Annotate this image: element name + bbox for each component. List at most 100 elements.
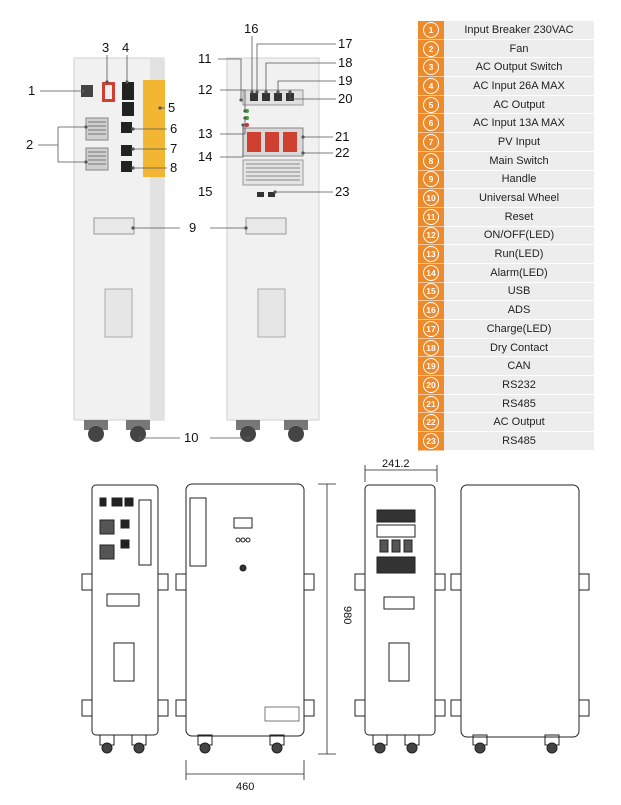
legend-number: 2 [423,40,439,57]
ac-input-26a [122,82,134,100]
legend-number-badge: 5 [418,95,444,115]
legend-number-badge: 8 [418,151,444,171]
legend-number-badge: 11 [418,207,444,227]
legend-number: 1 [423,21,439,38]
handle [93,217,135,235]
ac-input-13a [121,122,132,133]
legend-row: 15 USB [418,282,594,302]
legend-number: 6 [423,115,439,132]
legend-label: Handle [444,170,594,190]
legend-label: Input Breaker 230VAC [444,21,594,40]
callout-16: 16 [244,21,258,36]
legend-label: RS485 [444,394,594,414]
fan-grille-bottom [85,147,109,171]
ac-output-panel [143,80,165,177]
legend-label: RS232 [444,376,594,395]
legend-number: 23 [423,432,439,449]
legend-number: 13 [423,246,439,263]
legend-number: 19 [423,358,439,375]
legend-label: Main Switch [444,151,594,171]
legend-label: Reset [444,207,594,227]
main-switch [121,161,132,172]
pv-input [121,145,132,156]
legend-number-badge: 13 [418,245,444,264]
legend-number-badge: 17 [418,320,444,339]
usb-port [257,192,264,197]
legend-number: 3 [423,59,439,76]
height-dimension: 980 [341,606,353,624]
legend-label: AC Output Switch [444,58,594,78]
callout-13: 13 [198,126,212,141]
callout-12: 12 [198,82,212,97]
legend-number: 20 [423,376,439,393]
legend-label: Dry Contact [444,338,594,358]
drawing-view-3-side [354,484,446,754]
legend-number-badge: 2 [418,39,444,59]
callout-4: 4 [122,40,129,55]
legend-row: 11 Reset [418,207,594,227]
callout-3: 3 [102,40,109,55]
callout-11: 11 [198,51,212,66]
legend-number-badge: 15 [418,282,444,302]
drawing-view-4-back [450,484,590,754]
legend-number: 11 [423,208,439,225]
legend-row: 8 Main Switch [418,151,594,171]
callout-5: 5 [168,100,175,115]
legend-number: 10 [423,190,439,207]
right-cabinet [226,57,320,442]
legend-row: 10 Universal Wheel [418,189,594,208]
legend-number-badge: 22 [418,413,444,433]
legend-label: Alarm(LED) [444,263,594,283]
callout-7: 7 [170,141,177,156]
legend-row: 19 CAN [418,357,594,377]
legend-number: 8 [423,152,439,169]
legend-number-badge: 23 [418,432,444,451]
dimension-lines [185,465,438,780]
legend-label: AC Input 26A MAX [444,77,594,96]
width-dimension: 460 [236,781,254,793]
callout-14: 14 [198,149,212,164]
fan-grille-top [85,117,109,141]
callout-15: 15 [198,184,212,199]
legend-label: USB [444,282,594,302]
legend-number: 7 [423,133,439,150]
legend-label: Universal Wheel [444,189,594,208]
legend-label: ADS [444,301,594,320]
legend-number-badge: 19 [418,357,444,377]
callout-lines [38,36,336,439]
legend-number-badge: 9 [418,170,444,190]
legend-number: 15 [423,283,439,300]
callout-21: 21 [335,129,349,144]
legend-label: Charge(LED) [444,320,594,339]
callout-19: 19 [338,73,352,88]
legend-label: AC Output [444,95,594,115]
legend-number-badge: 14 [418,263,444,283]
legend-number: 21 [423,395,439,412]
legend-number-badge: 3 [418,58,444,78]
legend-number-badge: 20 [418,376,444,395]
callout-23: 23 [335,184,349,199]
legend-row: 21 RS485 [418,394,594,414]
callout-2: 2 [26,137,33,152]
legend-row: 1 Input Breaker 230VAC [418,21,594,40]
drawing-view-2-front [175,483,315,754]
legend-number-badge: 12 [418,226,444,246]
callout-1: 1 [28,83,35,98]
depth-dimension: 241.2 [382,458,410,470]
callout-22: 22 [335,145,349,160]
legend-label: CAN [444,357,594,377]
legend-number: 22 [423,414,439,431]
